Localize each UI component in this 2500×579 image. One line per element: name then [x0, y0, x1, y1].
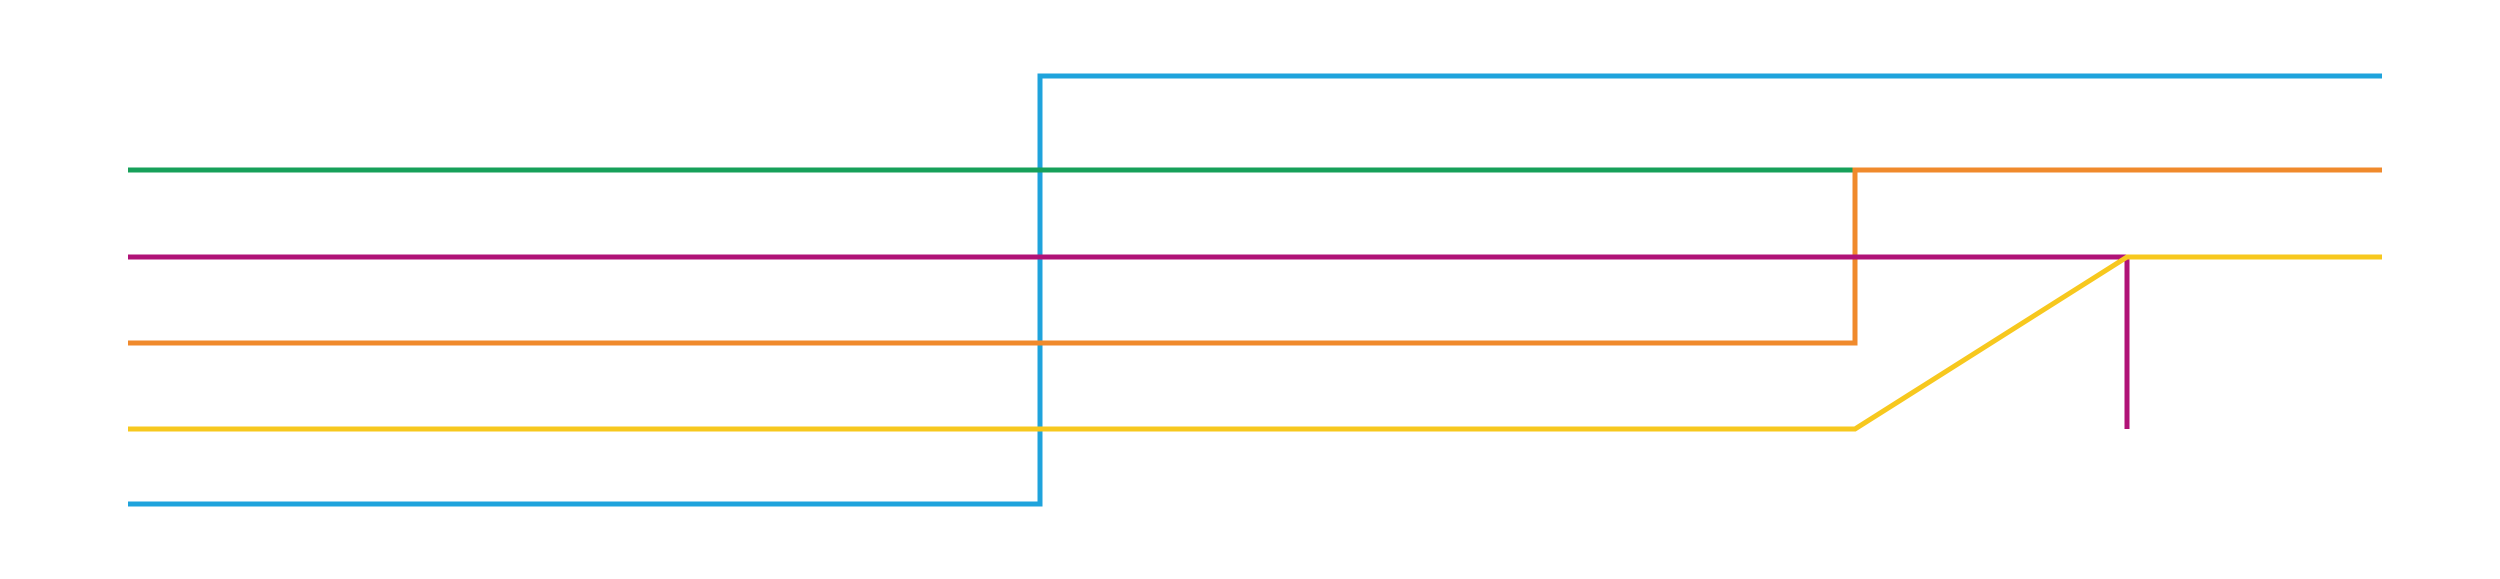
yellow-line [128, 254, 2382, 432]
blue-line [128, 73, 2382, 507]
